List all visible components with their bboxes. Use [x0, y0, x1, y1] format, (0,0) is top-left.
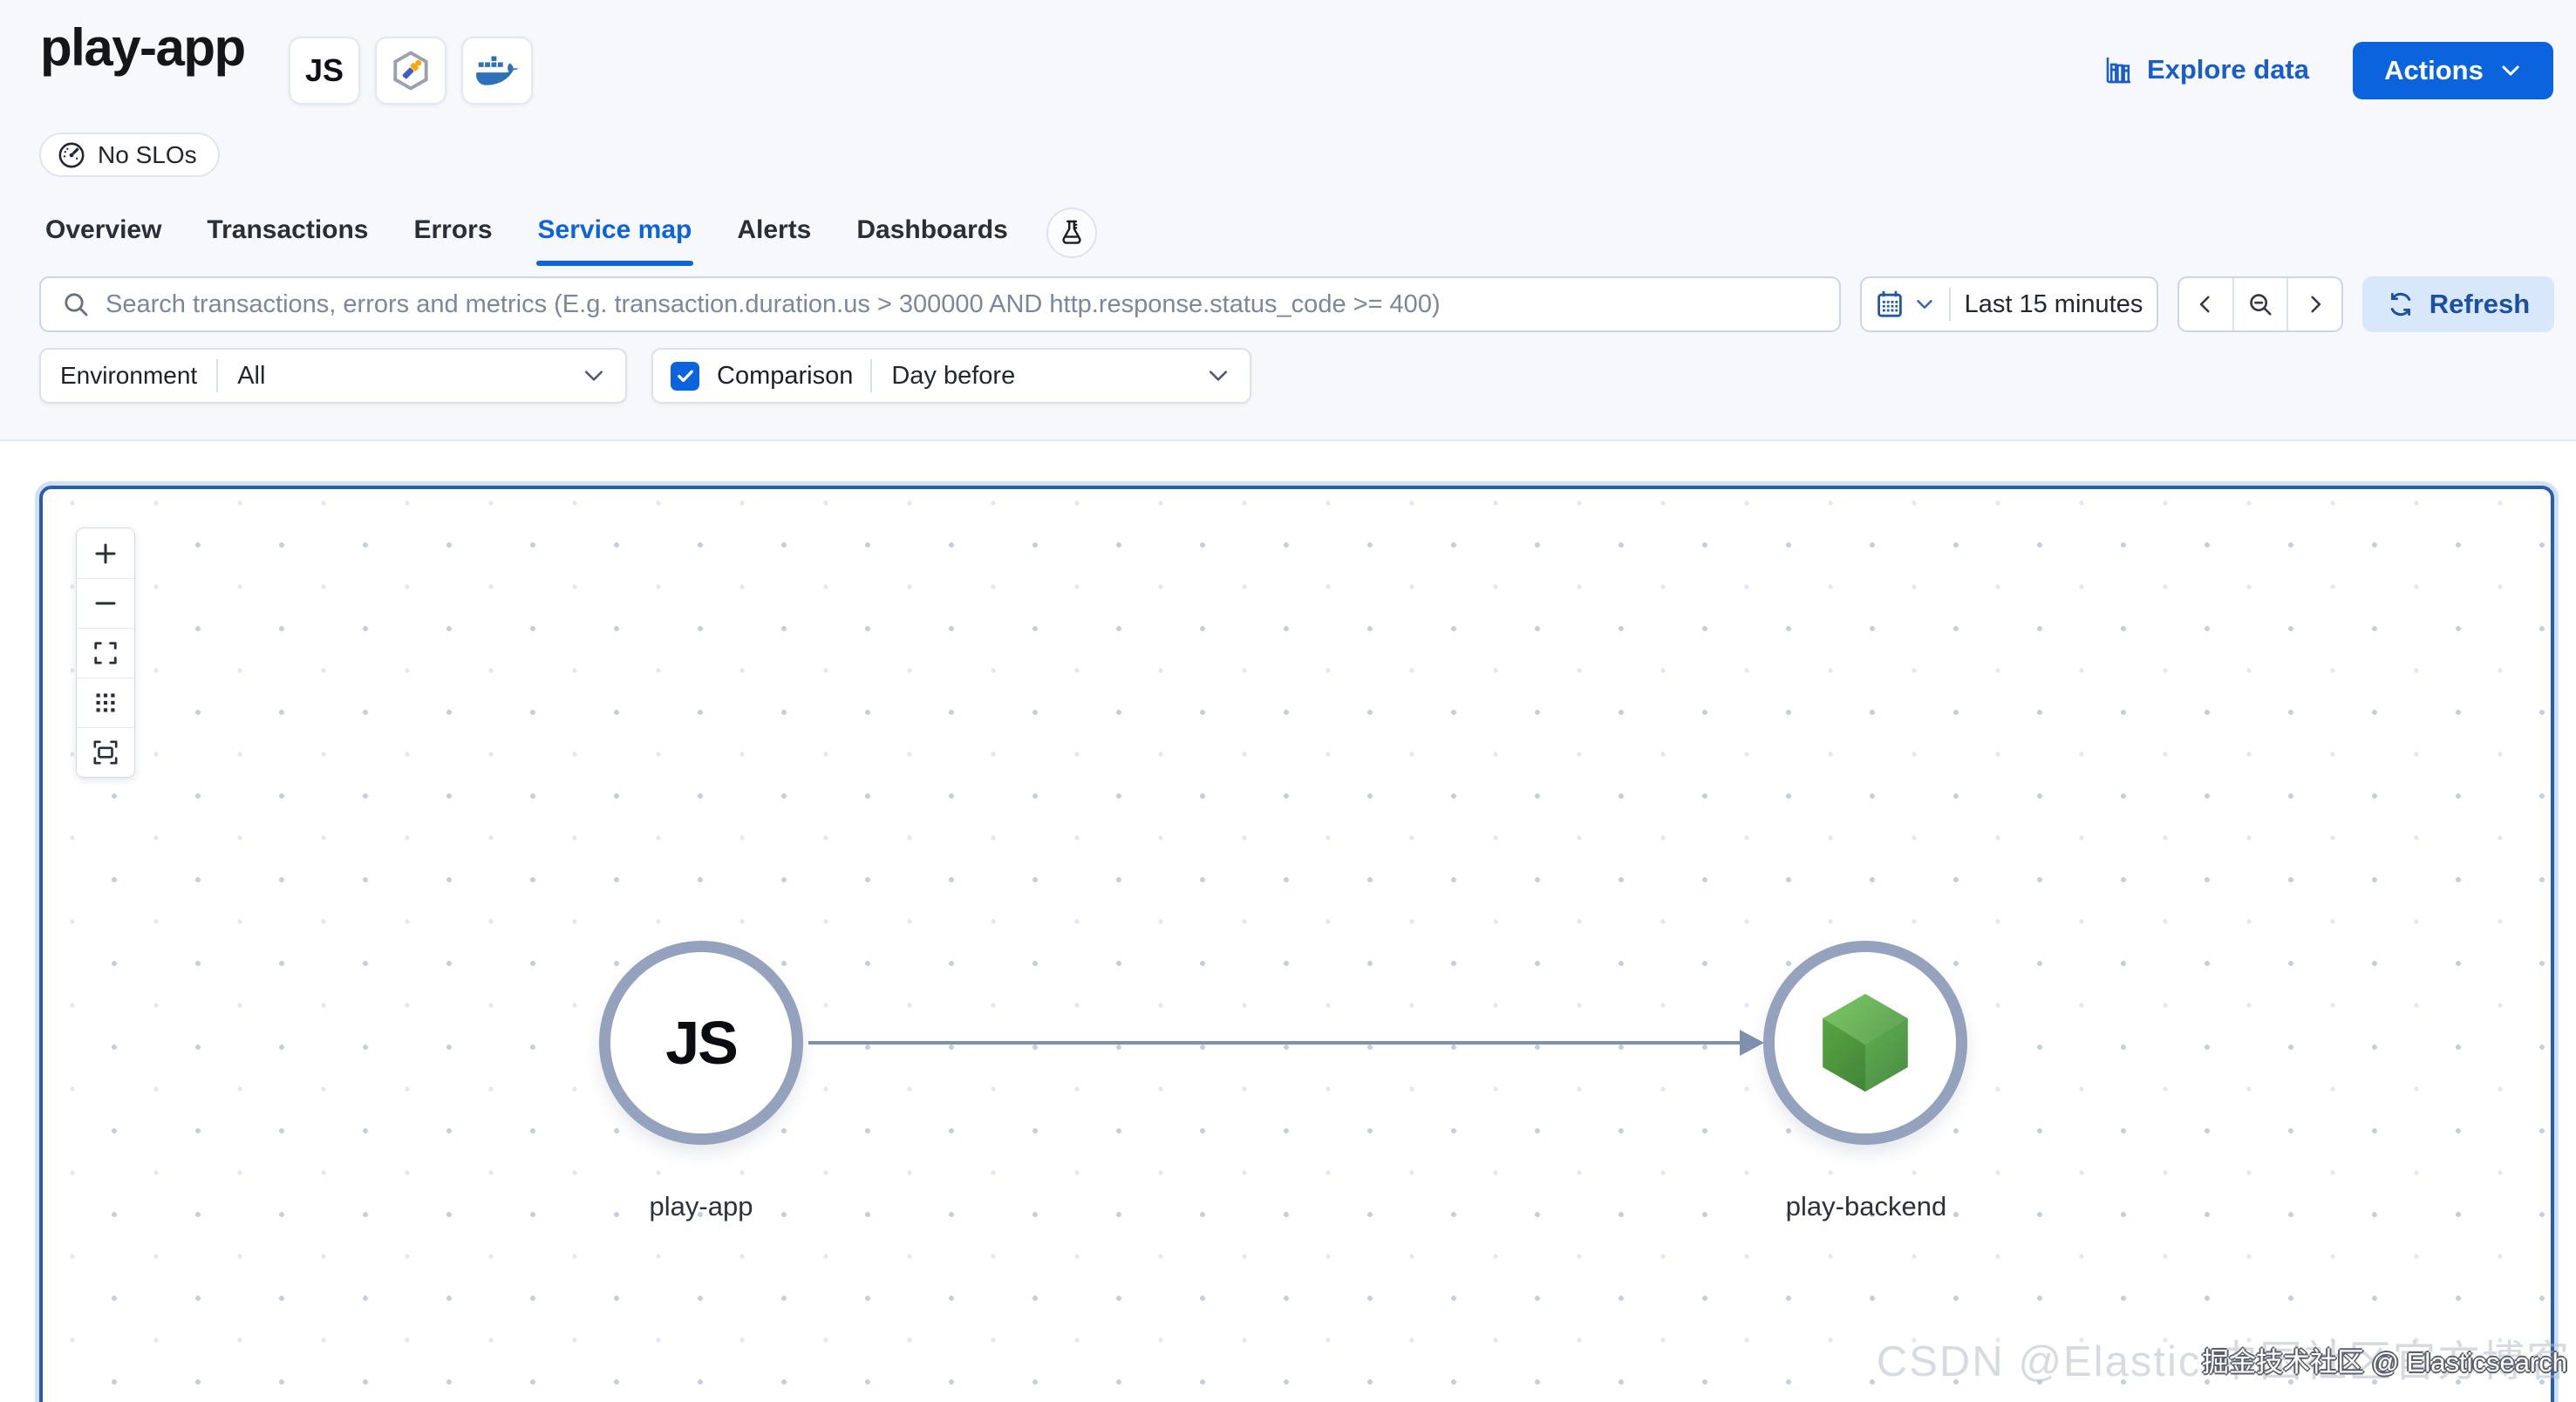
chevron-down-icon [582, 364, 625, 388]
slo-badge[interactable]: No SLOs [39, 133, 220, 177]
time-previous-button[interactable] [2179, 278, 2232, 330]
overview-grid-button[interactable] [77, 677, 134, 727]
divider [216, 359, 219, 392]
refresh-button[interactable]: Refresh [2362, 276, 2554, 332]
search-input[interactable] [106, 289, 1818, 319]
chevron-down-icon [1206, 364, 1250, 388]
service-map-canvas[interactable]: JS play-app play-backend [39, 486, 2554, 1402]
service-map-edge [808, 1030, 1764, 1056]
bar-chart-icon [2105, 56, 2133, 84]
tab-alerts[interactable]: Alerts [737, 215, 812, 244]
time-nav-group [2177, 276, 2343, 332]
service-header: play-app JS [0, 0, 2576, 441]
refresh-label: Refresh [2429, 289, 2531, 319]
comparison-value: Day before [891, 361, 1016, 390]
zoom-in-button[interactable] [77, 528, 134, 578]
javascript-icon: JS [665, 1009, 739, 1077]
service-node-play-app[interactable]: JS [599, 941, 803, 1145]
divider [870, 359, 873, 392]
calendar-icon [1876, 290, 1904, 318]
docker-icon [474, 53, 520, 88]
tab-transactions[interactable]: Transactions [207, 215, 369, 244]
actions-button[interactable]: Actions [2353, 42, 2553, 99]
page-title: play-app [40, 18, 246, 77]
watermark-csdn: CSDN @Elastic 中国社区官方博客 [1876, 1338, 2571, 1385]
tab-overview[interactable]: Overview [45, 215, 162, 244]
technical-preview-badge [1046, 208, 1097, 258]
node-label-play-backend: play-backend [1785, 1191, 1947, 1222]
tab-errors[interactable]: Errors [413, 215, 493, 244]
environment-label: Environment [60, 362, 198, 389]
fullscreen-button[interactable] [77, 628, 134, 677]
time-range-value[interactable]: Last 15 minutes [1964, 289, 2143, 318]
service-tabs: Overview Transactions Errors Service map… [44, 208, 1097, 267]
docker-badge [461, 37, 533, 105]
slo-badge-label: No SLOs [98, 140, 197, 168]
map-controls [76, 527, 135, 778]
divider [1949, 288, 1951, 321]
query-toolbar: Last 15 minutes [39, 276, 2554, 332]
explore-data-link[interactable]: Explore data [2105, 54, 2309, 85]
comparison-select[interactable]: Comparison Day before [651, 348, 1251, 404]
javascript-agent-badge: JS [289, 37, 360, 105]
time-next-button[interactable] [2286, 278, 2341, 330]
comparison-checkbox[interactable] [671, 361, 699, 391]
explore-data-label: Explore data [2146, 54, 2309, 85]
zoom-out-time-button[interactable] [2232, 278, 2287, 330]
date-picker-quick-menu[interactable] [1862, 278, 1949, 330]
actions-label: Actions [2384, 55, 2484, 85]
filter-row: Environment All Comparison Day before [39, 348, 1251, 404]
opentelemetry-badge [375, 37, 446, 105]
fit-to-content-button[interactable] [77, 727, 134, 777]
watermark-juejin: 掘金技术社区 @ Elasticsearch [2201, 1347, 2567, 1378]
chevron-down-icon [1914, 294, 1935, 315]
zoom-out-button[interactable] [77, 578, 134, 628]
environment-select[interactable]: Environment All [39, 348, 627, 404]
gauge-icon [57, 140, 86, 170]
service-node-play-backend[interactable] [1763, 941, 1967, 1145]
search-bar[interactable] [39, 276, 1841, 332]
date-picker[interactable]: Last 15 minutes [1860, 276, 2158, 332]
node-label-play-app: play-app [649, 1191, 753, 1222]
chevron-down-icon [2499, 59, 2522, 82]
javascript-icon: JS [304, 52, 344, 88]
comparison-label: Comparison [717, 361, 854, 390]
refresh-icon [2387, 290, 2415, 318]
environment-value: All [237, 361, 266, 390]
tab-service-map[interactable]: Service map [535, 208, 694, 266]
opentelemetry-icon [390, 50, 432, 92]
nodejs-icon [1812, 990, 1918, 1096]
search-icon [62, 290, 90, 318]
flask-icon [1058, 219, 1086, 247]
tab-dashboards[interactable]: Dashboards [856, 215, 1008, 244]
